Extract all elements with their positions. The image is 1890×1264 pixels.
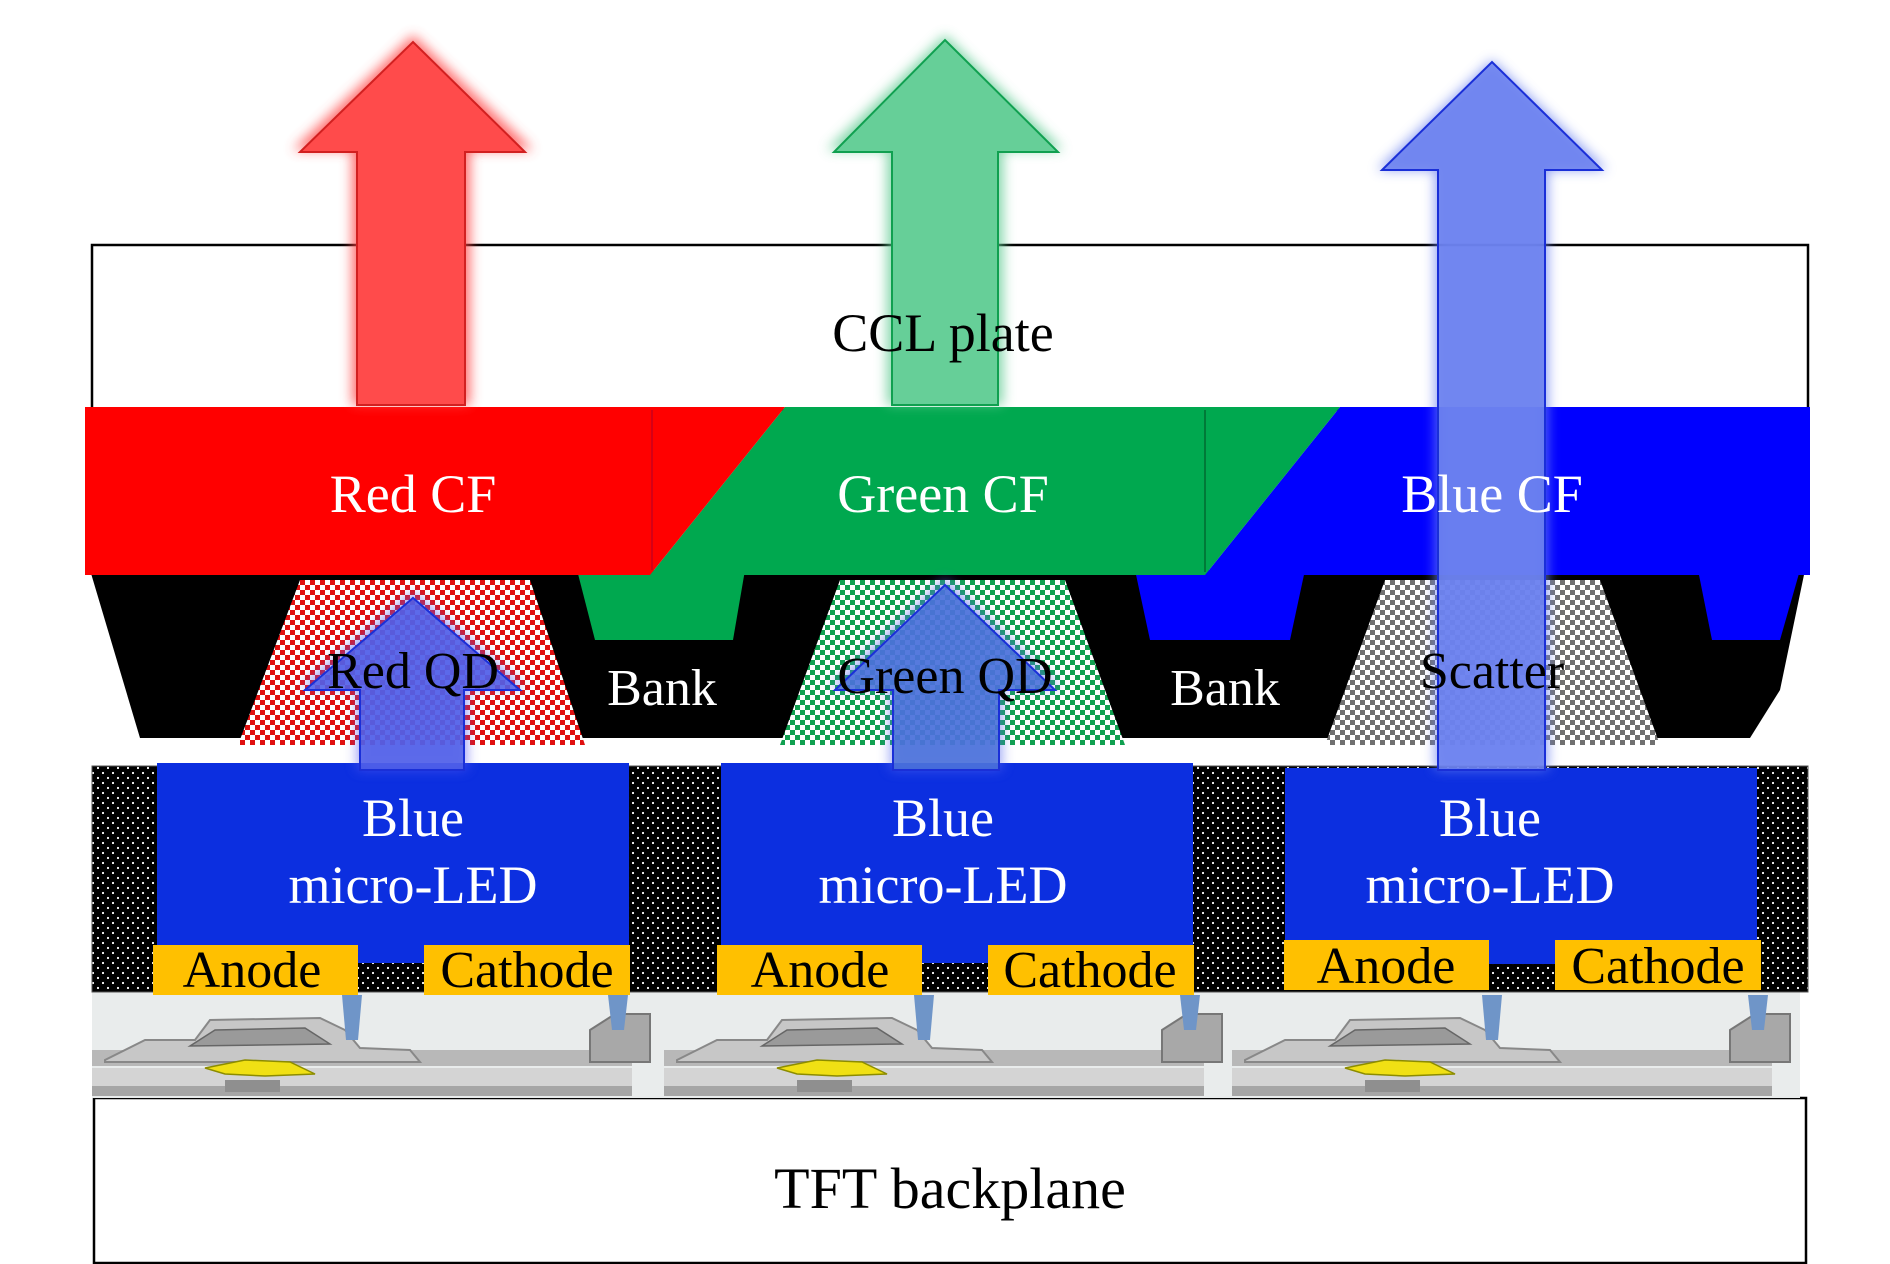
bank-label-2: Bank xyxy=(1170,660,1280,717)
led-1-label-line1: Blue xyxy=(362,788,464,848)
blue-micro-led-1: Blue micro-LED xyxy=(157,763,629,963)
anode-1 xyxy=(153,945,358,995)
cathode-1-label: Cathode xyxy=(440,942,613,999)
green-cf xyxy=(650,407,1340,575)
red-cf xyxy=(85,407,785,575)
blue-cf-protrusion-left xyxy=(1135,570,1305,640)
led-1-label-line2: micro-LED xyxy=(289,855,538,915)
tft-circuit-icon xyxy=(92,995,651,1096)
cathode-3-label: Cathode xyxy=(1571,938,1744,995)
green-qd-blue-arrow xyxy=(830,578,1060,771)
blue-micro-led-3: Blue micro-LED xyxy=(1285,768,1757,964)
blue-light-arrow xyxy=(1377,60,1607,771)
tft-backplane-label: TFT backplane xyxy=(774,1156,1126,1221)
color-filter-layer xyxy=(85,407,1810,575)
bank-label-1: Bank xyxy=(607,660,717,717)
red-qd-blue-arrow xyxy=(300,592,525,771)
anode-2 xyxy=(717,945,922,995)
blue-micro-led-2: Blue micro-LED xyxy=(721,763,1193,963)
anode-3-label: Anode xyxy=(1317,938,1456,995)
blue-cf-label: Blue CF xyxy=(1401,464,1583,524)
red-cf-label: Red CF xyxy=(330,464,497,524)
red-light-arrow xyxy=(293,35,533,406)
led-2-label-line1: Blue xyxy=(892,788,994,848)
anode-1-label: Anode xyxy=(183,942,322,999)
green-qd-label: Green QD xyxy=(837,648,1052,705)
anode-2-label: Anode xyxy=(751,942,890,999)
anode-3 xyxy=(1284,940,1489,990)
electrodes: Anode Cathode Anode Cathode Anode Cathod… xyxy=(153,938,1761,999)
red-qd-label: Red QD xyxy=(327,643,499,700)
green-light-arrow xyxy=(827,35,1063,406)
led-3-label-line1: Blue xyxy=(1439,788,1541,848)
tft-circuit-layer xyxy=(92,992,1800,1098)
green-cf-label: Green CF xyxy=(837,464,1048,524)
tft-backplane xyxy=(92,1096,1808,1264)
cathode-1 xyxy=(424,945,630,995)
led-3-label-line2: micro-LED xyxy=(1366,855,1615,915)
green-cf-protrusion xyxy=(577,570,745,640)
led-2-label-line2: micro-LED xyxy=(819,855,1068,915)
cathode-3 xyxy=(1555,940,1761,990)
cathode-2 xyxy=(988,945,1194,995)
scatter-label: Scatter xyxy=(1420,643,1564,700)
blue-cf-protrusion-right xyxy=(1698,570,1800,640)
cathode-2-label: Cathode xyxy=(1003,942,1176,999)
ccl-plate-label: CCL plate xyxy=(832,303,1053,363)
